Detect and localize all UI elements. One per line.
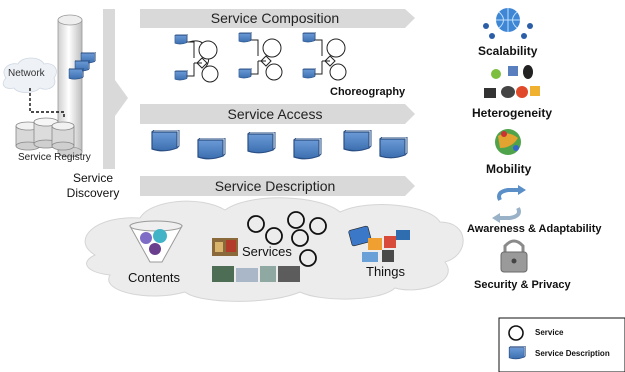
service-access-title: Service Access [227, 106, 323, 122]
network-label: Network [8, 68, 45, 79]
things-label: Things [366, 264, 406, 279]
property-label-scalability: Scalability [478, 44, 538, 58]
service-access-descriptions [151, 130, 408, 160]
layer-bands [140, 9, 415, 196]
legend-service-label: Service [535, 328, 564, 337]
choreography-label: Choreography [330, 86, 406, 98]
globe-network-icon [483, 8, 533, 39]
legend-description-label: Service Description [535, 349, 610, 358]
contents-funnel-icon [129, 220, 183, 263]
registry-disks [15, 117, 75, 151]
services-label: Services [242, 244, 292, 259]
property-label-heterogeneity: Heterogeneity [472, 106, 553, 120]
service-discovery-label: Service Discovery [66, 171, 120, 200]
service-registry-label: Service Registry [18, 152, 91, 163]
network-cloud [2, 57, 57, 93]
property-label-awareness: Awareness & Adaptability [467, 223, 602, 235]
mobility-globe-icon [495, 129, 521, 155]
discovery-bar [103, 9, 128, 169]
property-label-mobility: Mobility [486, 162, 532, 176]
choreography-group [174, 34, 219, 83]
choreography-group [238, 32, 283, 81]
os-logos-icon [484, 65, 540, 98]
service-description-title: Service Description [214, 178, 336, 194]
contents-label: Contents [128, 270, 181, 285]
property-label-security: Security & Privacy [474, 279, 571, 291]
legend-box [498, 317, 625, 372]
services-circles [247, 211, 327, 267]
padlock-icon [500, 239, 528, 273]
cycle-arrows-icon [492, 185, 526, 223]
things-devices-icon [348, 225, 410, 262]
choreography-group [302, 32, 347, 81]
service-composition-title: Service Composition [210, 10, 340, 26]
service-photos [212, 238, 300, 282]
